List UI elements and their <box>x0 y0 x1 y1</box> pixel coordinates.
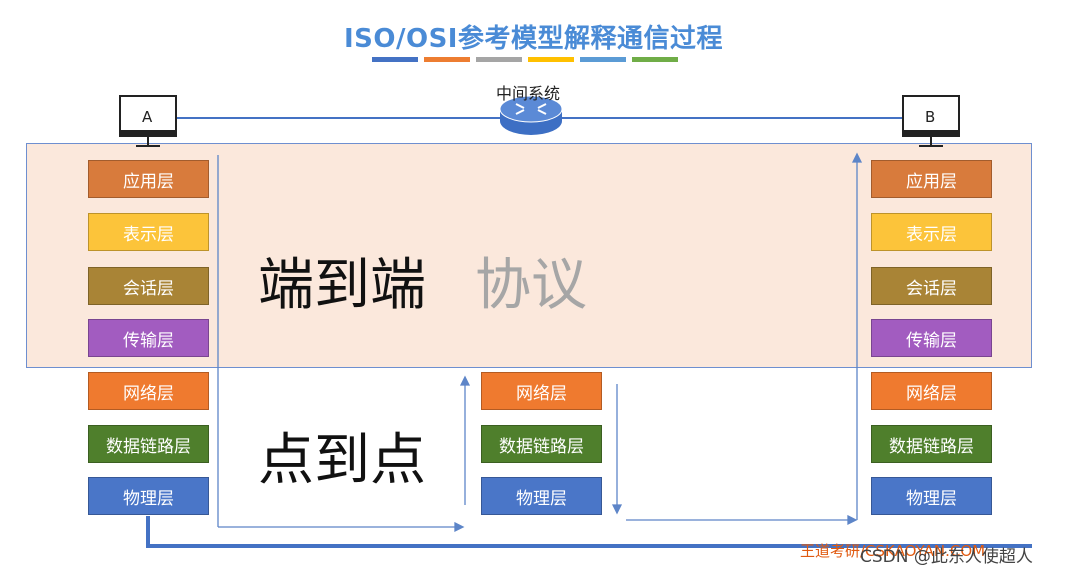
host-a-network-layer: 网络层 <box>88 372 209 410</box>
host-b-presentation-layer: 表示层 <box>871 213 992 251</box>
host-b-label: B <box>925 108 936 126</box>
host-b-network-layer: 网络层 <box>871 372 992 410</box>
host-b-physical-layer: 物理层 <box>871 477 992 515</box>
title-bar-2 <box>424 57 470 62</box>
host-b-datalink-layer: 数据链路层 <box>871 425 992 463</box>
host-a-label: A <box>142 108 153 126</box>
title-color-bars <box>372 57 682 62</box>
end-to-end-label: 端到端 <box>258 253 426 318</box>
csdn-credit: CSDN @此东人使超人 <box>860 547 1033 567</box>
router-network-layer: 网络层 <box>481 372 602 410</box>
host-b-transport-layer: 传输层 <box>871 319 992 357</box>
host-a-application-layer: 应用层 <box>88 160 209 198</box>
host-a-session-layer: 会话层 <box>88 267 209 305</box>
router-label: 中间系统 <box>496 84 561 103</box>
data-flow-arrows <box>217 152 863 533</box>
title-bar-6 <box>632 57 678 62</box>
bottom-physical-link <box>146 516 1032 548</box>
router-icon <box>499 95 563 135</box>
protocol-label: 协议 <box>475 253 587 318</box>
page-title: ISO/OSI参考模型解释通信过程 <box>343 24 723 54</box>
title-bar-1 <box>372 57 418 62</box>
router-datalink-layer: 数据链路层 <box>481 425 602 463</box>
monitor-b-icon <box>902 95 960 147</box>
host-b-application-layer: 应用层 <box>871 160 992 198</box>
host-b-session-layer: 会话层 <box>871 267 992 305</box>
router-physical-layer: 物理层 <box>481 477 602 515</box>
host-a-presentation-layer: 表示层 <box>88 213 209 251</box>
monitor-a-icon <box>119 95 177 147</box>
host-a-physical-layer: 物理层 <box>88 477 209 515</box>
host-a-transport-layer: 传输层 <box>88 319 209 357</box>
watermark-footer: 王道考研/CSKAOYAN.COM <box>800 542 986 560</box>
host-a-datalink-layer: 数据链路层 <box>88 425 209 463</box>
title-bar-3 <box>476 57 522 62</box>
title-bar-5 <box>580 57 626 62</box>
title-bar-4 <box>528 57 574 62</box>
point-to-point-label: 点到点 <box>258 428 426 493</box>
